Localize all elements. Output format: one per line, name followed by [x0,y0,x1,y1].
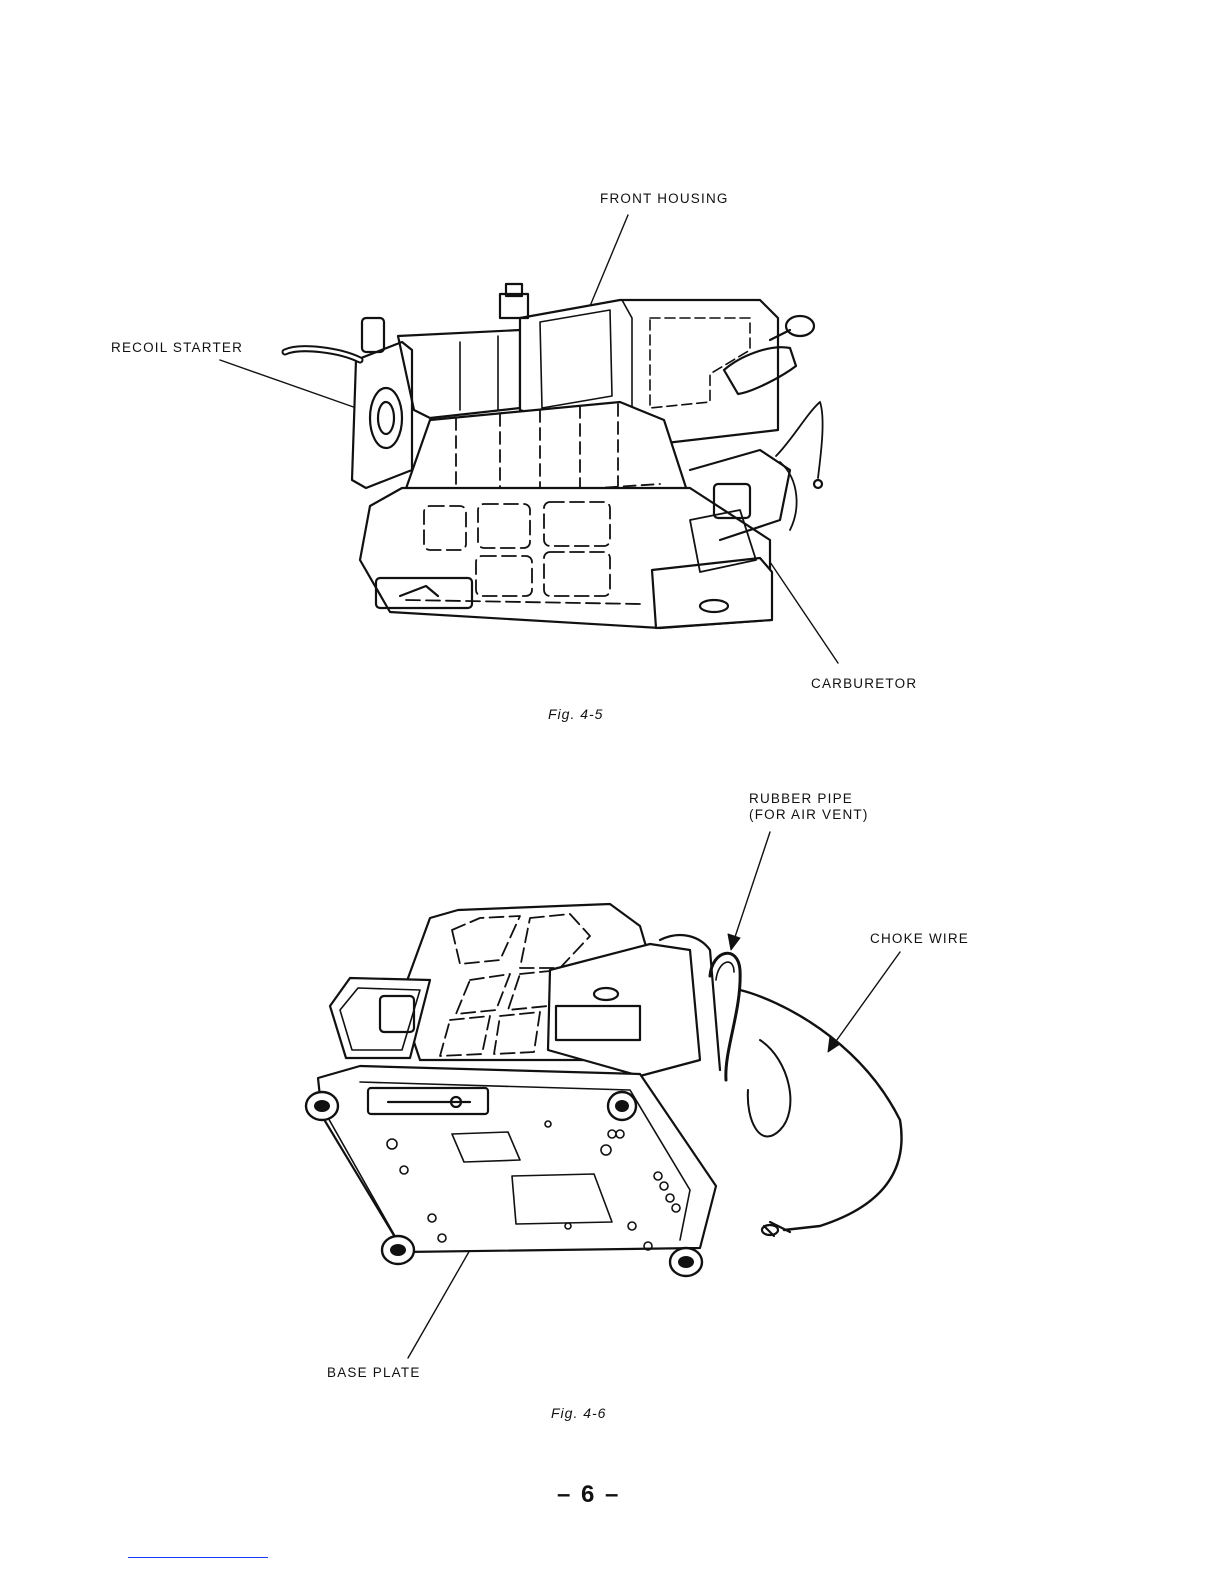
engine-illustration-bottom [0,760,1224,1440]
footer-rule [128,1557,268,1558]
figure-caption-4-5: Fig. 4-5 [548,706,603,722]
engine-illustration-top [0,0,1224,720]
figure-caption-4-6: Fig. 4-6 [551,1405,606,1421]
page-number: – 6 – [557,1481,620,1509]
